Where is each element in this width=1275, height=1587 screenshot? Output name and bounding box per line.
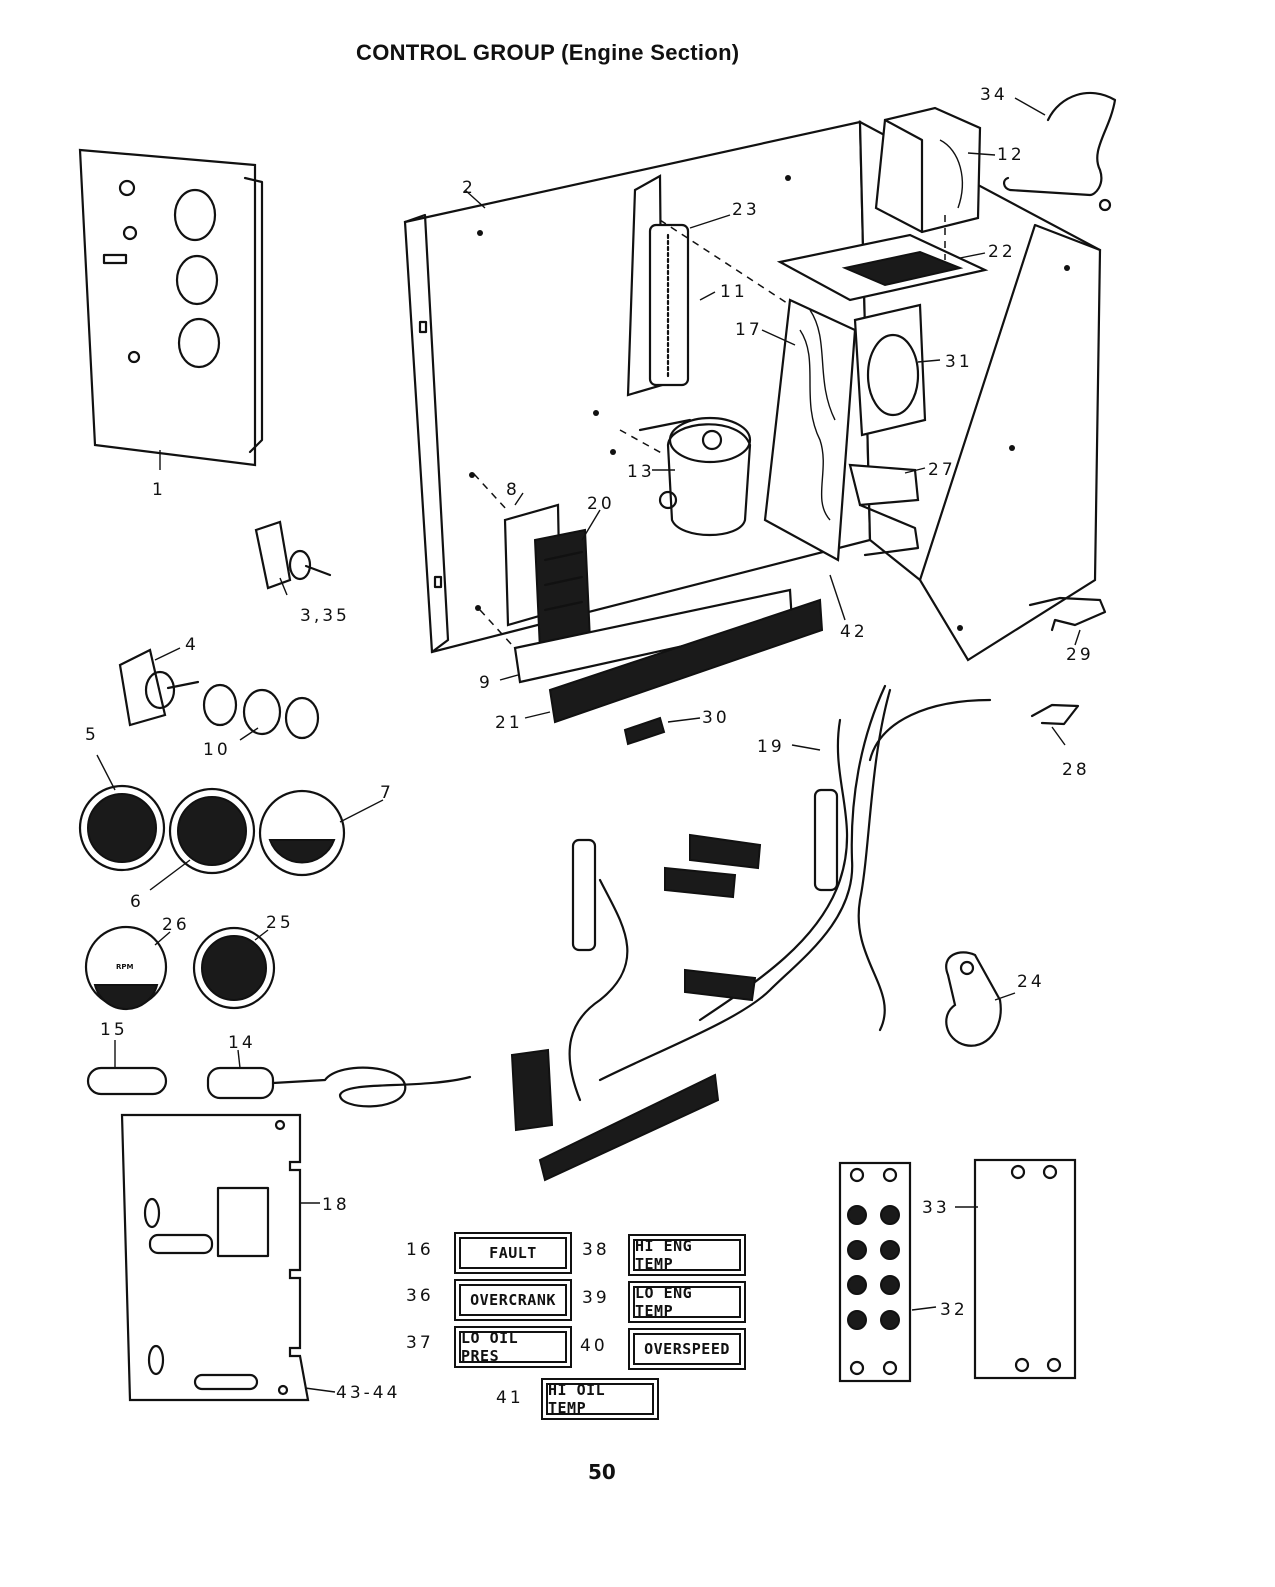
clamp-part-24 bbox=[946, 952, 1001, 1045]
callout-42: 42 bbox=[840, 622, 868, 642]
pc-board-part-18 bbox=[122, 1115, 308, 1400]
front-panel-part-1 bbox=[80, 150, 262, 470]
callout-25: 25 bbox=[266, 913, 294, 933]
label-lo-eng-temp: LO ENG TEMP bbox=[628, 1281, 746, 1323]
label-overspeed-text: OVERSPEED bbox=[633, 1333, 741, 1365]
relay-part-31 bbox=[855, 305, 925, 435]
callout-26: 26 bbox=[162, 915, 190, 935]
callout-8: 8 bbox=[506, 480, 520, 500]
callout-13: 13 bbox=[627, 462, 655, 482]
label-fault: FAULT bbox=[454, 1232, 572, 1274]
callout-27: 27 bbox=[928, 460, 956, 480]
wire-part-34 bbox=[1004, 93, 1115, 195]
callout-30: 30 bbox=[702, 708, 730, 728]
callout-19: 19 bbox=[757, 737, 785, 757]
callout-20: 20 bbox=[587, 494, 615, 514]
terminal-block-part-20 bbox=[535, 530, 590, 650]
callout-17: 17 bbox=[735, 320, 763, 340]
wiring-harness-part-19 bbox=[512, 686, 990, 1180]
callout-36: 36 bbox=[406, 1286, 434, 1306]
gauge-part-7 bbox=[260, 791, 344, 875]
label-fault-text: FAULT bbox=[459, 1237, 567, 1269]
callout-15: 15 bbox=[100, 1020, 128, 1040]
callout-21: 21 bbox=[495, 713, 523, 733]
callout-18: 18 bbox=[322, 1195, 350, 1215]
callout-24: 24 bbox=[1017, 972, 1045, 992]
callout-29: 29 bbox=[1066, 645, 1094, 665]
callout-6: 6 bbox=[130, 892, 144, 912]
callout-38: 38 bbox=[582, 1240, 610, 1260]
callout-43-44: 43-44 bbox=[336, 1383, 400, 1403]
label-lo-eng-temp-text: LO ENG TEMP bbox=[633, 1286, 741, 1318]
label-hi-oil-temp: HI OIL TEMP bbox=[541, 1378, 659, 1420]
label-overcrank: OVERCRANK bbox=[454, 1279, 572, 1321]
jumper-part-30 bbox=[625, 718, 664, 744]
callout-31: 31 bbox=[945, 352, 973, 372]
callout-39: 39 bbox=[582, 1288, 610, 1308]
callout-16: 16 bbox=[406, 1240, 434, 1260]
marker-strip-part-33 bbox=[975, 1160, 1075, 1378]
callout-33: 33 bbox=[922, 1198, 950, 1218]
lamp-part-15 bbox=[88, 1068, 166, 1094]
label-hi-eng-temp-text: HI ENG TEMP bbox=[633, 1239, 741, 1271]
label-overcrank-text: OVERCRANK bbox=[459, 1284, 567, 1316]
callout-4: 4 bbox=[185, 635, 199, 655]
callout-14: 14 bbox=[228, 1033, 256, 1053]
callout-3-35: 3,35 bbox=[300, 606, 350, 626]
callout-23: 23 bbox=[732, 200, 760, 220]
callout-1: 1 bbox=[152, 480, 166, 500]
callout-11: 11 bbox=[720, 282, 748, 302]
callout-9: 9 bbox=[479, 673, 493, 693]
callout-34: 34 bbox=[980, 85, 1008, 105]
nut-washer-set-part-10 bbox=[204, 685, 318, 738]
clip-part-28 bbox=[1032, 705, 1078, 724]
sensor-part-14 bbox=[208, 1068, 470, 1107]
label-overspeed: OVERSPEED bbox=[628, 1328, 746, 1370]
callout-40: 40 bbox=[580, 1336, 608, 1356]
label-hi-oil-temp-text: HI OIL TEMP bbox=[546, 1383, 654, 1415]
relay-part-12 bbox=[876, 108, 980, 232]
toggle-switch-part-3 bbox=[256, 522, 330, 588]
callout-32: 32 bbox=[940, 1300, 968, 1320]
gauge-part-5 bbox=[80, 786, 164, 870]
label-lo-oil-pres-text: LO OIL PRES bbox=[459, 1331, 567, 1363]
callout-5: 5 bbox=[85, 725, 99, 745]
callout-10: 10 bbox=[203, 740, 231, 760]
terminal-board-part-32 bbox=[840, 1163, 910, 1381]
callout-28: 28 bbox=[1062, 760, 1090, 780]
label-hi-eng-temp: HI ENG TEMP bbox=[628, 1234, 746, 1276]
gauge-part-25 bbox=[194, 928, 274, 1008]
callout-12: 12 bbox=[997, 145, 1025, 165]
gauge-part-6 bbox=[170, 789, 254, 873]
callout-37: 37 bbox=[406, 1333, 434, 1353]
callout-41: 41 bbox=[496, 1388, 524, 1408]
tachometer-rpm-label: RPM bbox=[116, 963, 134, 971]
label-lo-oil-pres: LO OIL PRES bbox=[454, 1326, 572, 1368]
callout-2: 2 bbox=[462, 178, 476, 198]
toggle-switch-part-4 bbox=[120, 650, 198, 725]
callout-22: 22 bbox=[988, 242, 1016, 262]
page-number: 50 bbox=[588, 1460, 616, 1484]
callout-7: 7 bbox=[380, 783, 394, 803]
